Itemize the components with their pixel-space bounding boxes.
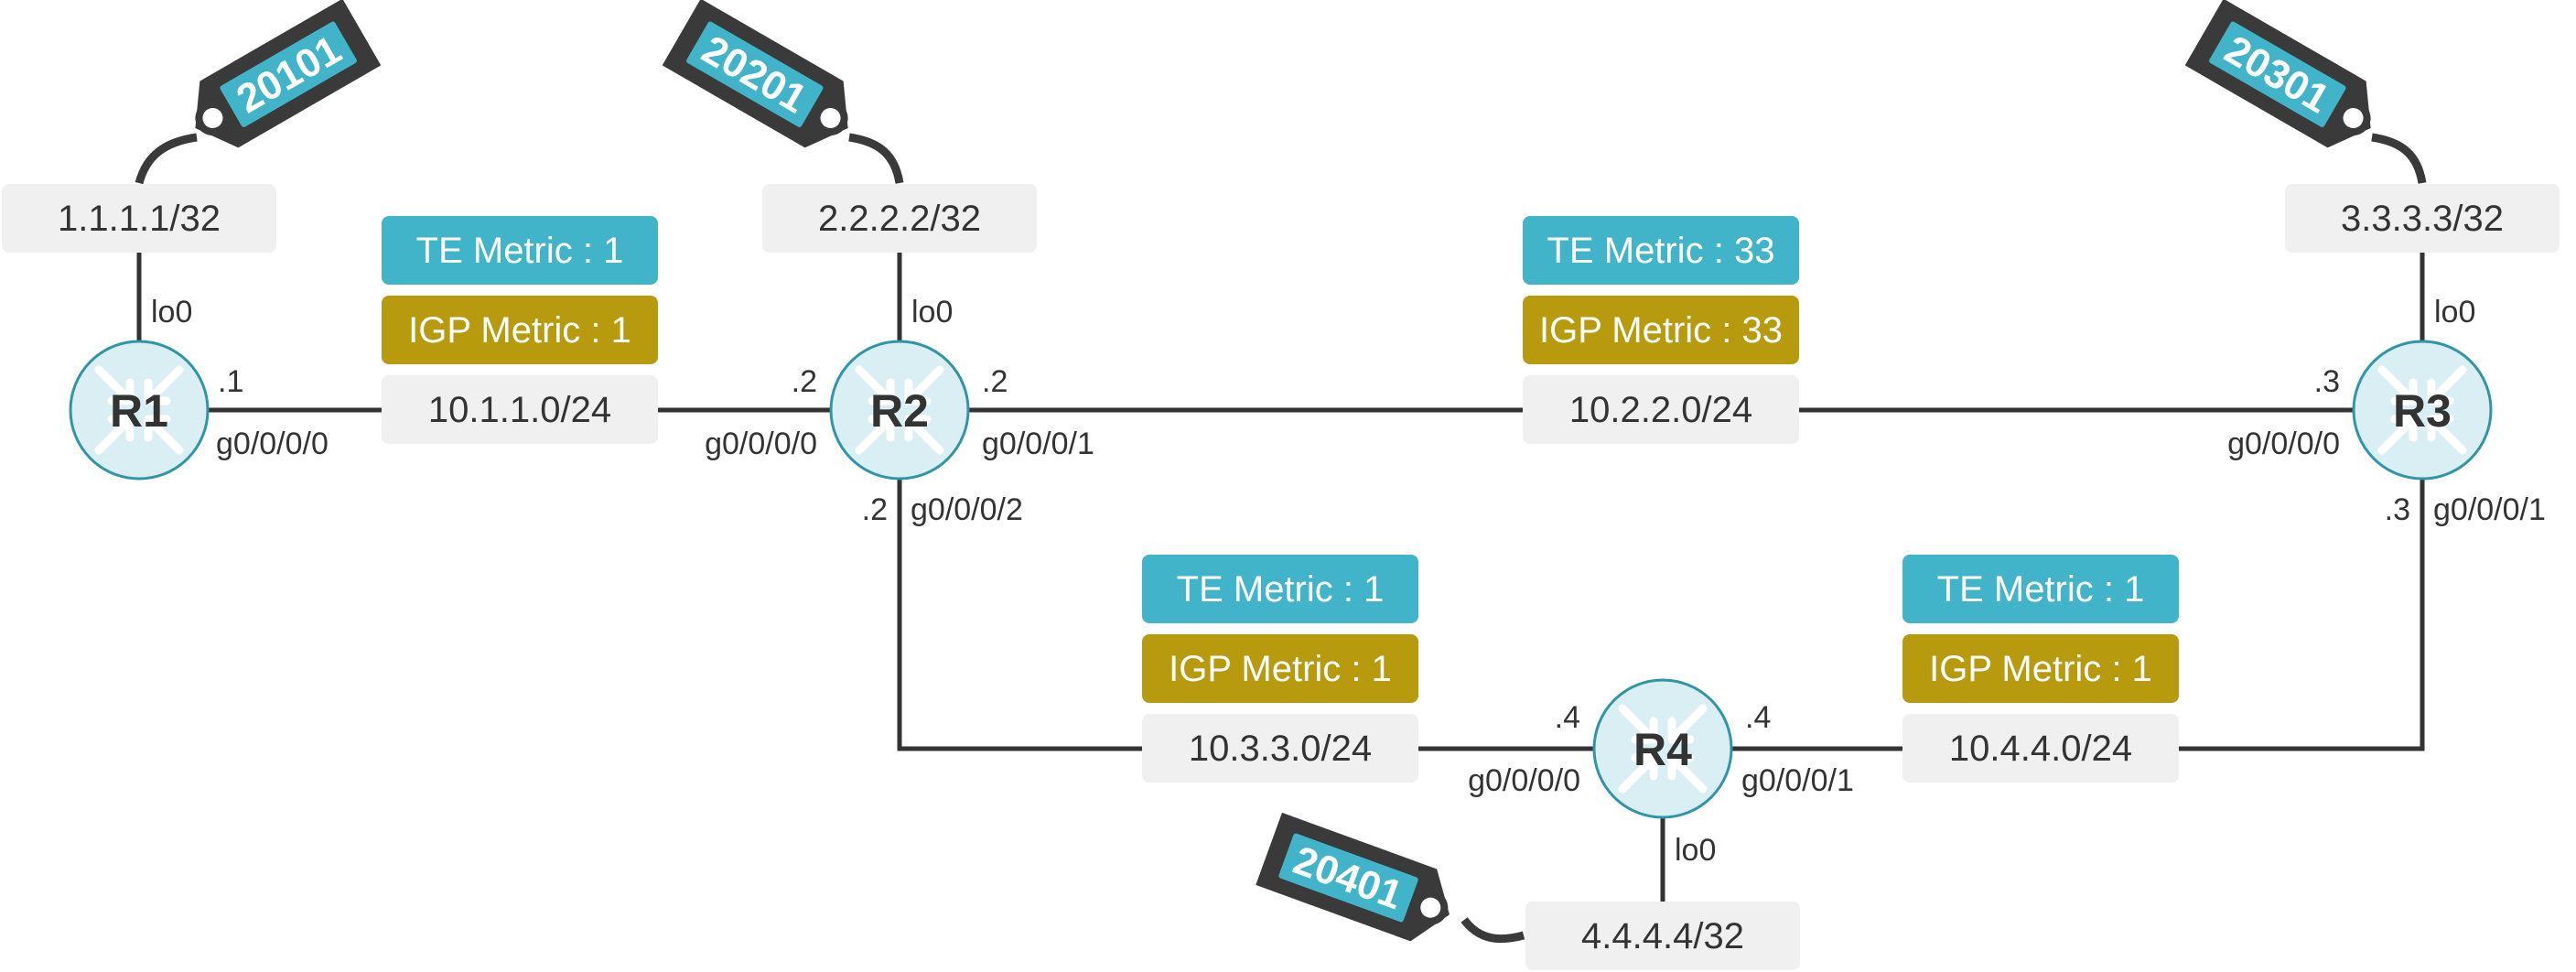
router-label-r4: R4	[1633, 724, 1692, 775]
igp-metric-r2-r4: IGP Metric : 1	[1169, 649, 1392, 689]
link-info-r1-r2: TE Metric : 1 IGP Metric : 1 10.1.1.0/24	[382, 216, 658, 444]
link-info-r4-r3: TE Metric : 1 IGP Metric : 1 10.4.4.0/24	[1902, 555, 2179, 783]
intf-r2-r3-a: g0/0/0/1	[982, 427, 1094, 461]
host-r2-r4-b: .4	[1555, 700, 1580, 735]
router-r1[interactable]: R1	[69, 340, 210, 481]
router-label-r3: R3	[2393, 385, 2452, 437]
router-label-r1: R1	[110, 385, 168, 437]
intf-r1-r2-a: g0/0/0/0	[216, 427, 329, 461]
router-r4[interactable]: R4	[1592, 678, 1733, 819]
sid-tag-r4: 20401	[1256, 812, 1525, 944]
loopback-box-r3: 3.3.3.3/32	[2285, 184, 2560, 253]
intf-r1-r2-b: g0/0/0/0	[705, 427, 817, 461]
host-r4-r3-a: .4	[1745, 700, 1771, 735]
te-metric-r2-r4: TE Metric : 1	[1177, 569, 1385, 610]
router-r3[interactable]: R3	[2352, 340, 2493, 481]
te-metric-r4-r3: TE Metric : 1	[1937, 569, 2145, 610]
link-info-r2-r4: TE Metric : 1 IGP Metric : 1 10.3.3.0/24	[1142, 555, 1418, 783]
host-r1-r2-b: .2	[792, 364, 817, 399]
intf-r4-r3-a: g0/0/0/1	[1741, 763, 1854, 798]
igp-metric-r2-r3: IGP Metric : 33	[1539, 310, 1783, 351]
sid-tag-r3: 20301	[2184, 0, 2427, 184]
sid-tag-r1: 20101	[135, 0, 382, 185]
loopback-prefix-r4: 4.4.4.4/32	[1581, 916, 1744, 956]
lo0-label-r4: lo0	[1675, 833, 1716, 868]
loopback-box-r1: 1.1.1.1/32	[2, 184, 276, 253]
lo0-label-r2: lo0	[911, 295, 953, 329]
host-r1-r2-a: .1	[218, 364, 243, 399]
loopback-box-r2: 2.2.2.2/32	[762, 184, 1037, 253]
igp-metric-r4-r3: IGP Metric : 1	[1929, 649, 2152, 689]
host-r4-r3-b: .3	[2385, 492, 2410, 527]
host-r2-r3-b: .3	[2314, 364, 2340, 399]
intf-r2-r3-b: g0/0/0/0	[2227, 427, 2340, 461]
subnet-r2-r3: 10.2.2.0/24	[1569, 390, 1752, 430]
intf-r4-r3-b: g0/0/0/1	[2433, 492, 2546, 527]
router-r2[interactable]: R2	[829, 340, 970, 481]
intf-r2-r4-a: g0/0/0/2	[911, 492, 1023, 527]
host-r2-r4-a: .2	[862, 492, 888, 527]
igp-metric-r1-r2: IGP Metric : 1	[408, 310, 631, 351]
loopback-prefix-r3: 3.3.3.3/32	[2341, 199, 2504, 239]
te-metric-r1-r2: TE Metric : 1	[416, 231, 624, 271]
subnet-r1-r2: 10.1.1.0/24	[428, 390, 611, 430]
te-metric-r2-r3: TE Metric : 33	[1547, 231, 1775, 271]
host-r2-r3-a: .2	[982, 364, 1008, 399]
lo0-label-r1: lo0	[151, 295, 192, 329]
subnet-r2-r4: 10.3.3.0/24	[1189, 729, 1372, 769]
link-info-r2-r3: TE Metric : 33 IGP Metric : 33 10.2.2.0/…	[1523, 216, 1799, 444]
router-label-r2: R2	[870, 385, 929, 437]
loopback-prefix-r2: 2.2.2.2/32	[818, 199, 981, 239]
intf-r2-r4-b: g0/0/0/0	[1468, 763, 1580, 798]
sid-tag-r2: 20201	[662, 0, 904, 184]
subnet-r4-r3: 10.4.4.0/24	[1949, 729, 2132, 769]
loopback-prefix-r1: 1.1.1.1/32	[58, 199, 221, 239]
lo0-label-r3: lo0	[2434, 295, 2475, 329]
loopback-box-r4: 4.4.4.4/32	[1525, 902, 1800, 970]
